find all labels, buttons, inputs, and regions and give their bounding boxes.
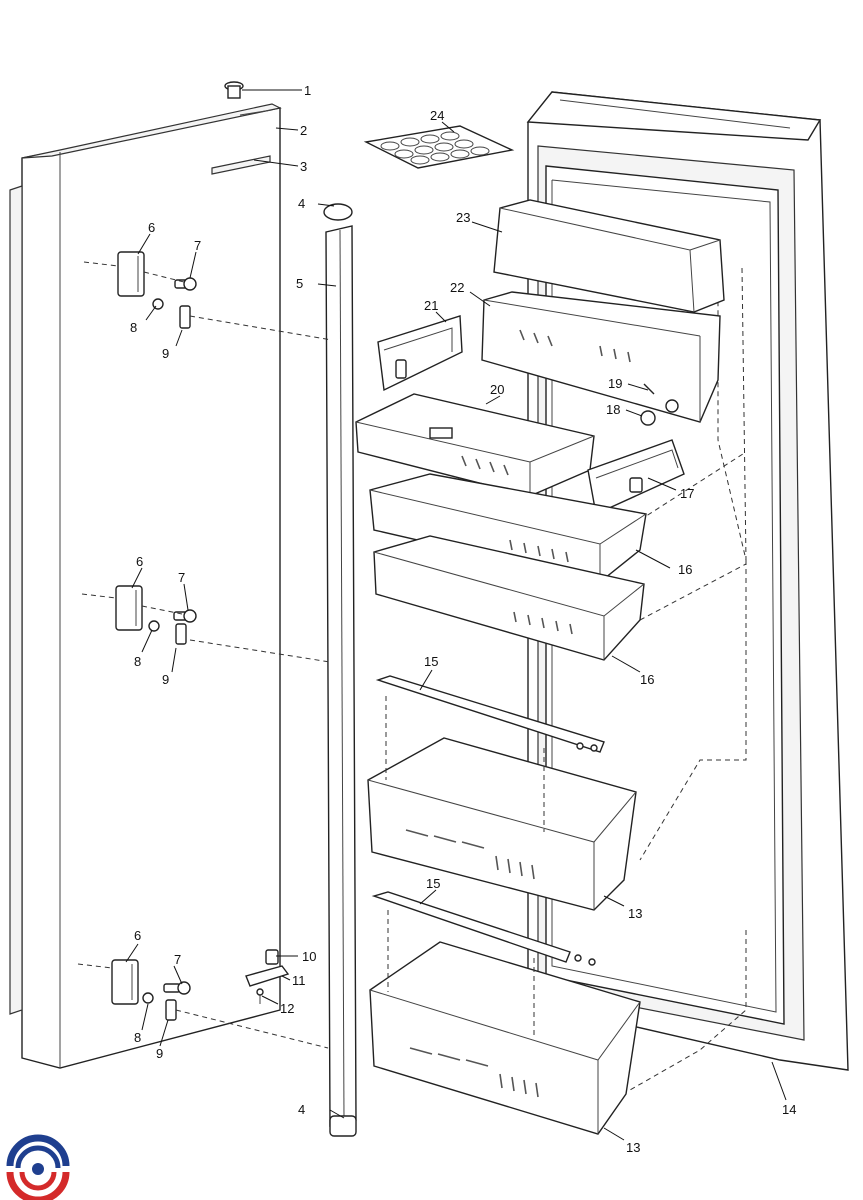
shelf-bracket-left bbox=[377, 315, 463, 392]
dairy-compartment-cover bbox=[493, 199, 725, 313]
callout-4: 4 bbox=[298, 1102, 305, 1117]
brand-logo bbox=[6, 1134, 70, 1200]
callout-14: 14 bbox=[782, 1102, 796, 1117]
callout-6: 6 bbox=[136, 554, 143, 569]
callout-19: 19 bbox=[608, 376, 622, 391]
hinge-bracket-group-middle bbox=[81, 585, 197, 645]
callout-18: 18 bbox=[606, 402, 620, 417]
callout-2: 2 bbox=[300, 123, 307, 138]
callout-1: 1 bbox=[304, 83, 311, 98]
callout-15: 15 bbox=[426, 876, 440, 891]
dairy-knob bbox=[640, 410, 656, 426]
callout-13: 13 bbox=[628, 906, 642, 921]
door-gasket-strip bbox=[323, 203, 357, 1137]
callout-3: 3 bbox=[300, 159, 307, 174]
callout-9: 9 bbox=[162, 672, 169, 687]
callout-12: 12 bbox=[280, 1001, 294, 1016]
callout-leaders bbox=[125, 89, 787, 1141]
callout-8: 8 bbox=[134, 654, 141, 669]
callout-5: 5 bbox=[296, 276, 303, 291]
callout-23: 23 bbox=[456, 210, 470, 225]
hinge-bracket-group-bottom bbox=[77, 959, 191, 1021]
callout-6: 6 bbox=[134, 928, 141, 943]
callout-17: 17 bbox=[680, 486, 694, 501]
callout-7: 7 bbox=[178, 570, 185, 585]
callout-4: 4 bbox=[298, 196, 305, 211]
callout-13: 13 bbox=[626, 1140, 640, 1155]
door-shelf-lower bbox=[373, 535, 645, 661]
callout-8: 8 bbox=[134, 1030, 141, 1045]
callout-24: 24 bbox=[430, 108, 444, 123]
door-bin-upper bbox=[367, 737, 637, 911]
bin-rail-lower bbox=[371, 891, 596, 966]
shelf-bracket-right bbox=[587, 439, 685, 516]
door-shelf-upper bbox=[369, 473, 647, 583]
callout-22: 22 bbox=[450, 280, 464, 295]
lower-hinge-assembly bbox=[245, 949, 290, 1004]
callout-labels: 1 2 3 4 4 5 6 6 6 7 7 7 8 8 8 9 9 9 10 1… bbox=[130, 83, 796, 1155]
callout-11: 11 bbox=[292, 973, 306, 988]
callout-16: 16 bbox=[678, 562, 692, 577]
callout-9: 9 bbox=[162, 346, 169, 361]
callout-6: 6 bbox=[148, 220, 155, 235]
dairy-spring bbox=[643, 383, 655, 395]
callout-8: 8 bbox=[130, 320, 137, 335]
bin-rail-upper bbox=[375, 675, 605, 753]
callout-15: 15 bbox=[424, 654, 438, 669]
callout-7: 7 bbox=[174, 952, 181, 967]
egg-tray bbox=[363, 125, 515, 169]
hinge-bracket-group-top bbox=[83, 251, 197, 329]
outer-door-panel bbox=[9, 103, 282, 1069]
dairy-compartment bbox=[481, 291, 721, 423]
top-hinge-pin bbox=[224, 81, 244, 99]
door-bin-lower bbox=[369, 941, 641, 1135]
callout-16: 16 bbox=[640, 672, 654, 687]
callout-7: 7 bbox=[194, 238, 201, 253]
callout-10: 10 bbox=[302, 949, 316, 964]
callout-9: 9 bbox=[156, 1046, 163, 1061]
callout-21: 21 bbox=[424, 298, 438, 313]
callout-20: 20 bbox=[490, 382, 504, 397]
